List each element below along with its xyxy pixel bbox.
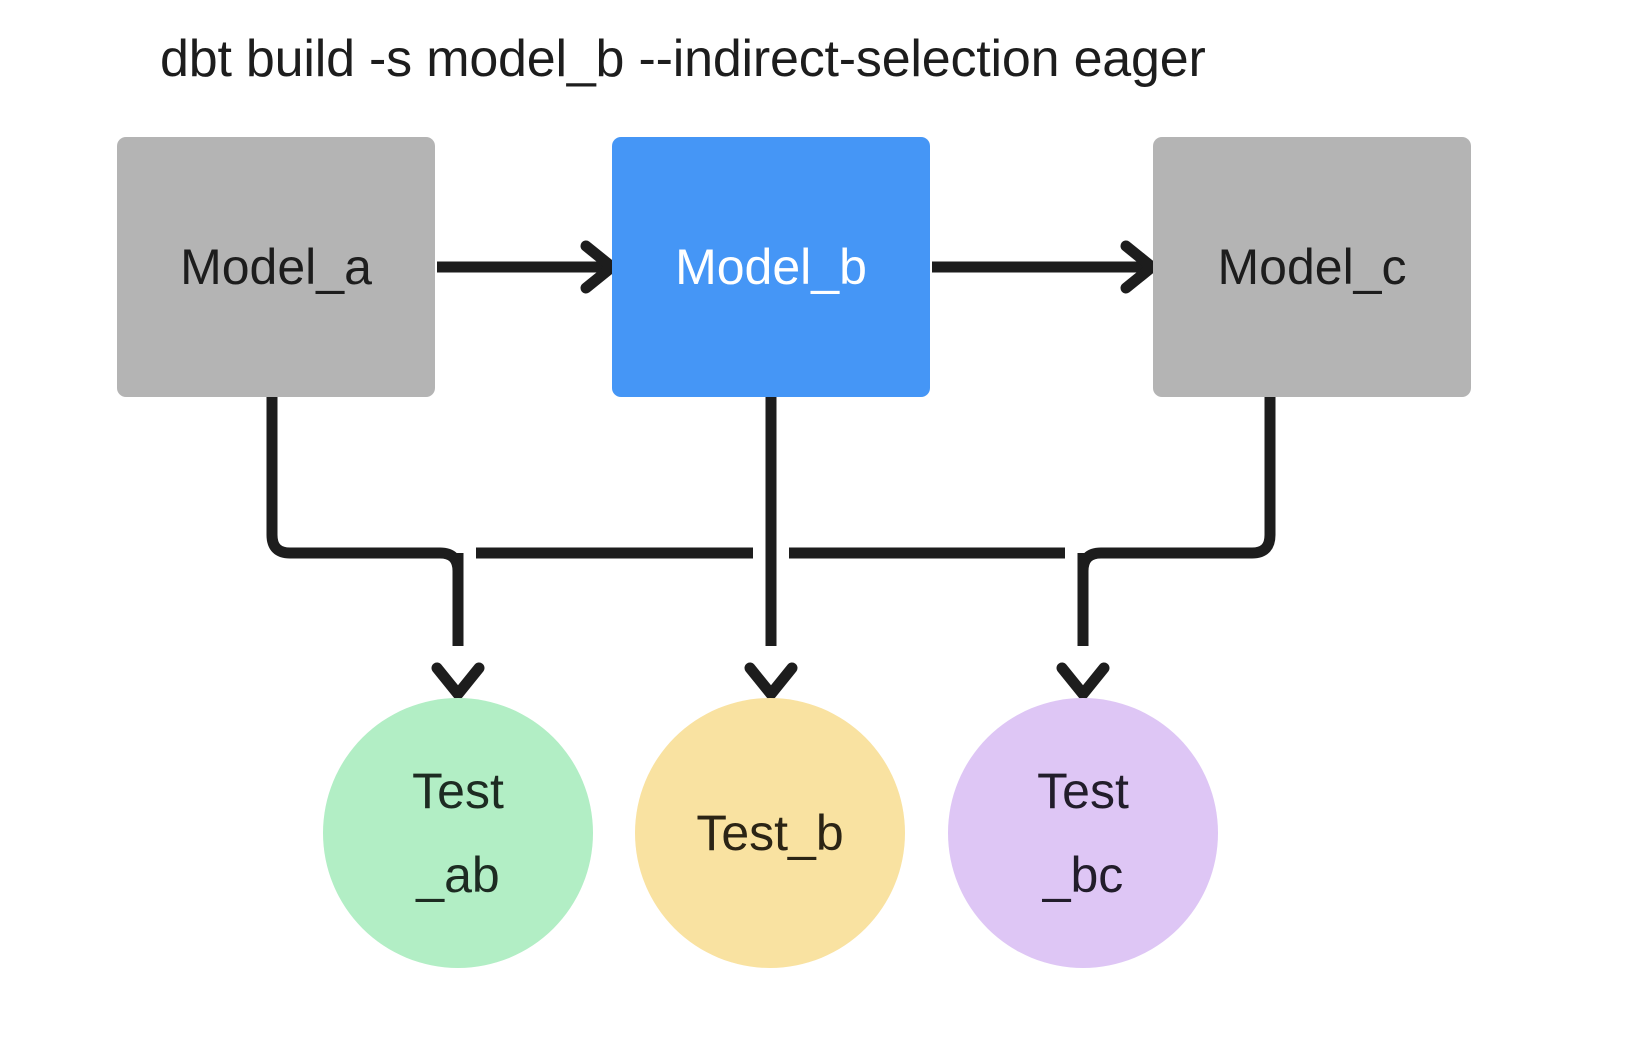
node-model-a-label: Model_a xyxy=(180,239,372,295)
node-model-c-label: Model_c xyxy=(1217,239,1407,295)
node-test-ab-label-line1: Test xyxy=(412,763,504,819)
node-test-bc-label-line1: Test xyxy=(1037,763,1129,819)
edge-model-c-to-test-bc xyxy=(1077,397,1276,646)
arrowhead-into-test-bc xyxy=(1062,668,1104,694)
arrowhead-into-test-ab xyxy=(437,668,479,694)
node-model-b[interactable]: Model_b xyxy=(612,137,930,397)
node-test-ab[interactable]: Test _ab xyxy=(323,698,593,968)
node-model-c[interactable]: Model_c xyxy=(1153,137,1471,397)
page-title: dbt build -s model_b --indirect-selectio… xyxy=(160,30,1206,88)
node-model-b-label: Model_b xyxy=(675,239,867,295)
arrowhead-into-test-b xyxy=(750,668,792,694)
node-test-bc[interactable]: Test _bc xyxy=(948,698,1218,968)
edge-model-a-to-test-ab xyxy=(266,397,464,646)
node-test-ab-label-line2: _ab xyxy=(416,847,500,903)
node-test-b-label-line1: Test_b xyxy=(696,805,844,861)
node-model-a[interactable]: Model_a xyxy=(117,137,435,397)
node-test-b[interactable]: Test_b xyxy=(635,698,905,968)
node-test-bc-label-line2: _bc xyxy=(1042,847,1124,903)
